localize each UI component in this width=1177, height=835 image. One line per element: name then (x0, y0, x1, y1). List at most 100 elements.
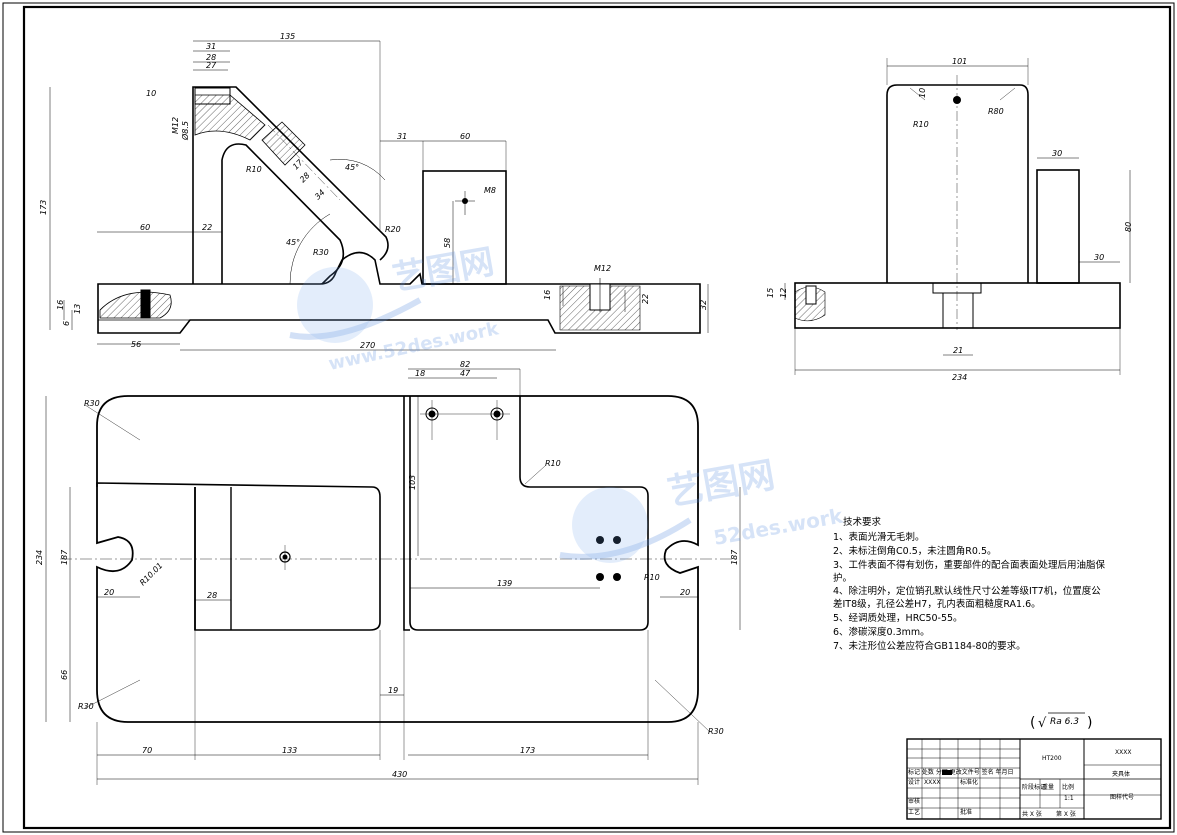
dim-19: 19 (388, 686, 398, 695)
dim-17: 17 (291, 157, 305, 171)
watermark-1: 艺图网 www.52des.work (289, 242, 501, 375)
dim-45a: 45° (345, 163, 359, 172)
dim-18: 18 (415, 369, 425, 378)
dim-135: 135 (280, 32, 295, 41)
dim-173: 173 (39, 200, 48, 215)
dim-101: 101 (952, 57, 967, 66)
tech-item-6: 6、渗碳深度0.3mm。 (833, 626, 930, 638)
side-view (784, 58, 1131, 375)
drawing-no: 图样代号 (1110, 793, 1134, 801)
designer-label: 设计 (908, 778, 920, 786)
svg-text:(: ( (1030, 715, 1035, 731)
approve-label: 批准 (960, 808, 972, 816)
material: HT200 (1042, 755, 1062, 762)
dim-21: 21 (953, 346, 963, 355)
watermark-brand-2: 艺图网 (664, 455, 777, 514)
dim-430: 430 (392, 770, 407, 779)
dim-70: 70 (142, 746, 152, 755)
dim-28: 28 (206, 53, 216, 62)
dim-r20: R20 (385, 225, 401, 234)
dim-28-top: 28 (207, 591, 217, 600)
dim-187: 187 (60, 549, 69, 565)
scale: 1:1 (1064, 795, 1074, 802)
dim-31-right: 31 (397, 132, 407, 141)
title-block (906, 738, 1162, 820)
dim-16b: 16 (543, 290, 552, 300)
dim-m8: M8 (484, 186, 496, 195)
dim-80: 80 (1124, 222, 1133, 232)
dim-r80: R80 (988, 107, 1004, 116)
front-view (49, 40, 709, 351)
top-view (45, 368, 741, 785)
watermark-globe-icon-2 (572, 487, 648, 563)
dim-r10-right: R10 (644, 573, 660, 582)
watermark-brand: 艺图网 (390, 242, 497, 299)
dim-r10-top: R10 (545, 459, 561, 468)
dim-28b: 28 (298, 171, 312, 185)
dim-m12b: M12 (594, 264, 611, 273)
dim-22b: 22 (641, 294, 650, 304)
dim-56: 56 (131, 340, 141, 349)
dim-58: 58 (443, 238, 452, 248)
dim-r10-01: R10.01 (138, 561, 164, 587)
dim-66: 66 (60, 670, 69, 680)
company: XXXX (1115, 749, 1131, 756)
dim-270: 270 (360, 341, 375, 350)
dim-139: 139 (497, 579, 512, 588)
dim-r30-c: R30 (708, 727, 724, 736)
dim-13: 13 (73, 304, 82, 314)
title-block-text: HT200 XXXX 夹具体 图样代号 比例 1:1 重量 阶段标记 共 X 张… (908, 749, 1134, 818)
dim-20-left: 20 (104, 588, 114, 597)
dim-10: 10 (146, 89, 156, 98)
dim-173-top: 173 (520, 746, 535, 755)
sheets: 共 X 张 (1022, 810, 1042, 818)
dim-234-side: 234 (952, 373, 967, 382)
part-name: 夹具体 (1112, 770, 1130, 778)
tech-item-2: 2、未标注倒角C0.5，未注圆角R0.5。 (833, 545, 997, 557)
process-label: 工艺 (908, 808, 920, 816)
inner-border (22, 5, 1172, 830)
dim-10-side: 10 (918, 88, 927, 98)
scale-label: 比例 (1062, 783, 1074, 791)
sheet: 第 X 张 (1056, 810, 1076, 818)
check-label: 审核 (908, 797, 920, 805)
tech-title: 技术要求 (843, 516, 882, 528)
dim-27: 27 (206, 61, 217, 70)
dim-234-top: 234 (35, 550, 44, 565)
dim-r30: R30 (313, 248, 329, 257)
dim-r10-side: R10 (913, 120, 929, 129)
dim-47: 47 (460, 369, 471, 378)
watermark-2: 艺图网 52des.work (559, 455, 845, 563)
surface-roughness: ( √ Ra 6.3 ) (1030, 712, 1092, 731)
dim-r30-b: R30 (78, 702, 94, 711)
dim-60: 60 (460, 132, 470, 141)
designer: XXXX (924, 779, 940, 786)
tech-item-4b: 差IT8级，孔径公差H7，孔内表面粗糙度RA1.6。 (833, 598, 1041, 610)
dim-r30-a: R30 (84, 399, 100, 408)
dim-20-right: 20 (680, 588, 690, 597)
tech-item-3b: 护。 (833, 572, 852, 584)
top-view-dimensions: R30 R30 R30 82 18 47 R10 103 234 187 187… (35, 360, 739, 779)
tech-item-1: 1、表面光滑无毛刺。 (833, 531, 925, 543)
dim-45b: 45° (286, 238, 300, 247)
dim-60-left: 60 (140, 223, 150, 232)
tech-item-5: 5、经调质处理，HRC50-55。 (833, 612, 963, 624)
mark-row: 标记 处数 分区 更改文件号 签名 年月日 (908, 768, 1014, 776)
tech-item-3: 3、工件表面不得有划伤，重要部件的配合面表面处理后用油脂保 (833, 559, 1106, 571)
dim-30-side: 30 (1052, 149, 1062, 158)
technical-requirements: 技术要求 1、表面光滑无毛刺。 2、未标注倒角C0.5，未注圆角R0.5。 3、… (833, 516, 1106, 652)
dim-12: 12 (779, 288, 788, 298)
dim-16: 16 (56, 300, 65, 310)
std-label: 标准化 (960, 778, 978, 786)
watermark-site-2: 52des.work (712, 503, 845, 549)
dim-103: 103 (408, 475, 417, 490)
dim-31: 31 (206, 42, 216, 51)
stage-label: 阶段标记 (1022, 783, 1046, 791)
dim-187-right: 187 (730, 549, 739, 565)
dim-32: 32 (699, 300, 708, 310)
roughness-symbol: √ (1038, 716, 1047, 731)
side-view-dimensions: 101 R10 R80 10 30 80 30 15 12 21 234 (766, 57, 1133, 382)
dim-22: 22 (202, 223, 212, 232)
dim-r10: R10 (246, 165, 262, 174)
